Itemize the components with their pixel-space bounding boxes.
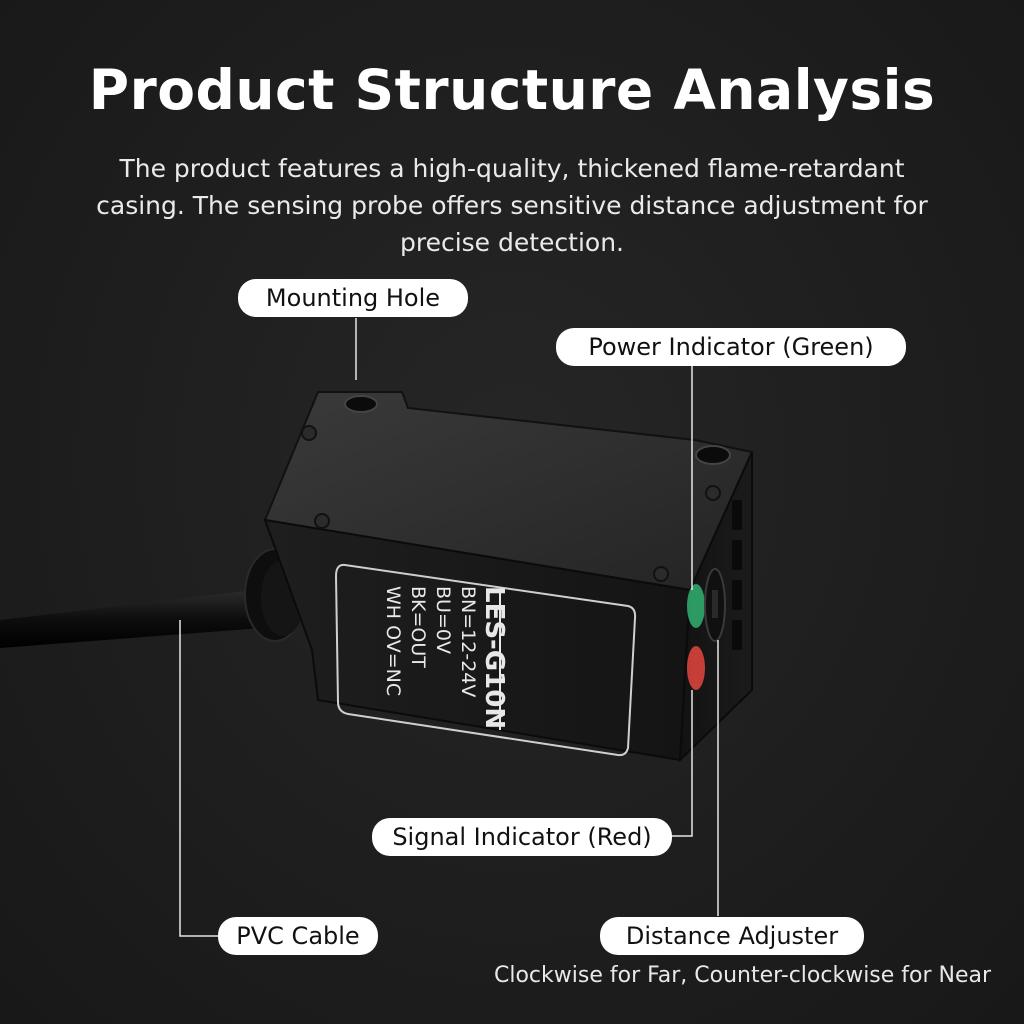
device-label-panel: LES-G10N BN=12-24V BU=0V BK=OUT WH OV=NC — [334, 563, 637, 757]
side-vents — [732, 500, 742, 650]
callout-power-indicator: Power Indicator (Green) — [556, 328, 906, 366]
leader-signal-indicator — [672, 690, 693, 837]
callout-mounting-hole: Mounting Hole — [238, 279, 468, 317]
label-line-2: BU=0V — [432, 586, 454, 654]
page-subtitle: The product features a high-quality, thi… — [96, 154, 928, 257]
page-title: Product Structure Analysis — [88, 58, 936, 122]
mounting-hole-right — [695, 445, 731, 465]
distance-adjuster-knob — [704, 568, 726, 642]
label-line-4: WH OV=NC — [382, 586, 404, 696]
power-indicator-led — [687, 584, 705, 628]
mounting-hole-left — [344, 395, 378, 413]
callout-pvc-cable: PVC Cable — [218, 917, 378, 955]
housing-screws — [301, 425, 721, 582]
indicator-lenses — [687, 584, 705, 690]
leader-pvc-cable — [179, 620, 218, 937]
leader-lines — [179, 318, 719, 937]
device-model-text: LES-G10N — [479, 586, 509, 729]
label-line-1: BN=12-24V — [457, 586, 479, 697]
label-line-3: BK=OUT — [407, 586, 429, 668]
callout-distance-adjuster: Distance Adjuster — [600, 917, 864, 955]
callout-signal-indicator: Signal Indicator (Red) — [372, 818, 672, 856]
signal-indicator-led — [687, 646, 705, 690]
pvc-cable-graphic — [0, 590, 262, 648]
distance-adjuster-note: Clockwise for Far, Counter-clockwise for… — [494, 963, 992, 988]
